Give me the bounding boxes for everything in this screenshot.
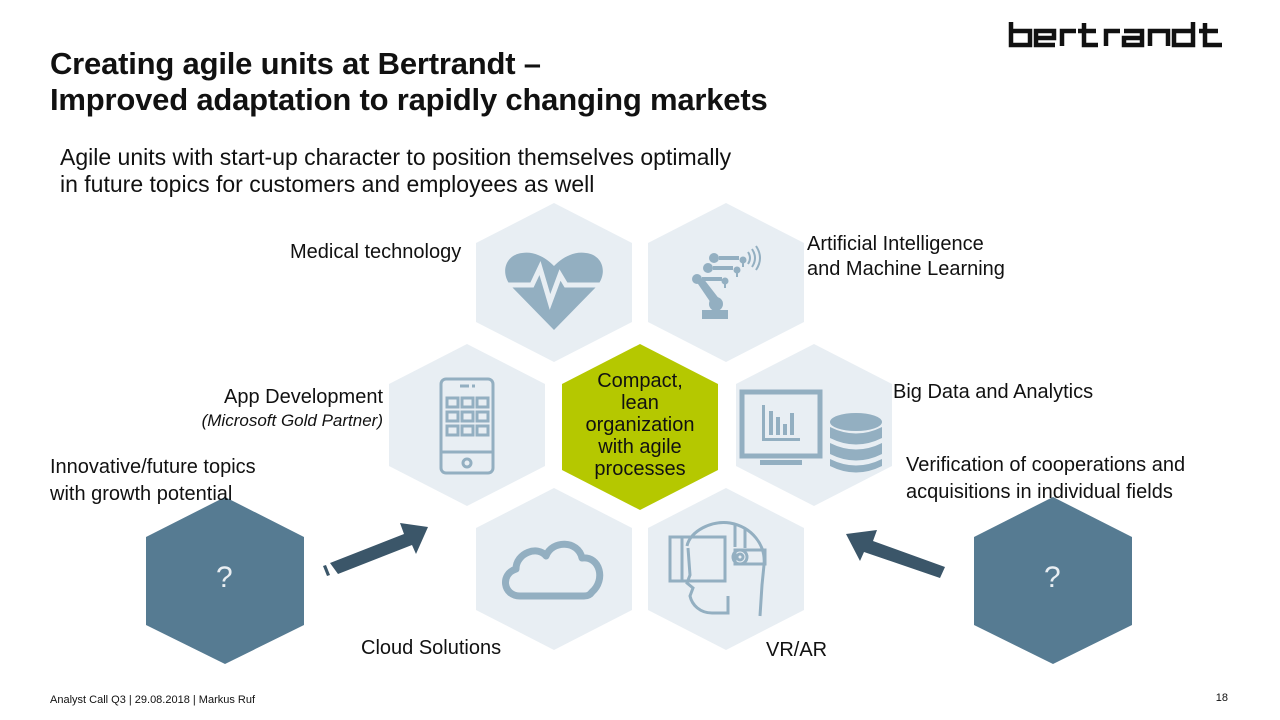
center-line-5: processes	[594, 458, 686, 480]
smartphone-icon	[439, 377, 495, 475]
label-verification: Verification of cooperations and acquisi…	[906, 452, 1185, 506]
vr-headset-icon	[668, 521, 767, 617]
heart-pulse-icon	[505, 252, 603, 330]
page-number: 18	[1215, 692, 1228, 704]
label-medical-technology: Medical technology	[290, 241, 462, 263]
title-line-1: Creating agile units at Bertrandt –	[50, 46, 541, 81]
center-line-1: Compact,	[597, 370, 683, 392]
label-ai-ml: Artificial Intelligence and Machine Lear…	[807, 232, 1005, 282]
center-line-2: lean	[621, 392, 659, 414]
cloud-icon	[502, 540, 604, 600]
label-ai-line-2: and Machine Learning	[807, 258, 1005, 280]
label-verification-line-1: Verification of cooperations and	[906, 454, 1186, 476]
label-big-data: Big Data and Analytics	[893, 381, 1094, 403]
robot-arm-icon	[692, 245, 761, 319]
subtitle: Agile units with start-up character to p…	[60, 144, 731, 198]
logo-wordmark-icon	[1008, 22, 1222, 48]
subtitle-line-1: Agile units with start-up character to p…	[60, 144, 732, 170]
arrow-left-icon	[846, 530, 945, 578]
center-hex-text: Compact, lean organization with agile pr…	[562, 370, 718, 480]
label-innovative-line-1: Innovative/future topics	[50, 456, 256, 478]
subtitle-line-2: in future topics for customers and emplo…	[60, 171, 595, 197]
bertrandt-logo	[1008, 20, 1228, 53]
center-line-4: with agile	[598, 436, 682, 458]
hex-center	[562, 344, 718, 510]
footer-text: Analyst Call Q3 | 29.08.2018 | Markus Ru…	[50, 694, 256, 706]
hex-right-unknown	[974, 497, 1132, 664]
left-hex-question: ?	[216, 561, 233, 594]
center-line-3: organization	[585, 414, 695, 436]
label-app-sublabel: (Microsoft Gold Partner)	[201, 411, 383, 430]
right-hex-question: ?	[1044, 561, 1061, 594]
hex-cloud-solutions	[476, 488, 632, 650]
label-app-development: App Development	[224, 386, 383, 408]
arrow-right-icon	[323, 523, 428, 576]
label-vr-ar: VR/AR	[766, 639, 828, 661]
label-cloud-solutions: Cloud Solutions	[361, 637, 502, 659]
label-innovative-line-2: with growth potential	[50, 483, 233, 505]
label-verification-line-2: acquisitions in individual fields	[906, 481, 1173, 503]
hex-left-unknown	[146, 497, 304, 664]
label-innovative-topics: Innovative/future topics with growth pot…	[50, 454, 256, 508]
label-ai-line-1: Artificial Intelligence	[807, 233, 984, 255]
page-title: Creating agile units at Bertrandt – Impr…	[50, 46, 768, 118]
title-line-2: Improved adaptation to rapidly changing …	[50, 82, 768, 117]
monitor-database-icon	[739, 389, 882, 473]
